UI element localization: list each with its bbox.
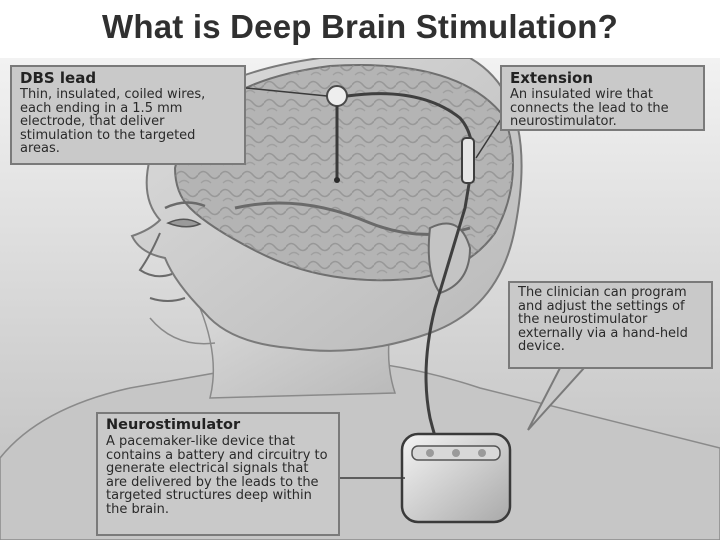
- eyebrow: [164, 201, 206, 210]
- extension-wire: [346, 92, 474, 471]
- eye: [166, 218, 202, 228]
- callout-dbs-lead-heading: DBS lead: [20, 69, 97, 87]
- callout-dbs-lead: DBS lead Thin, insulated, coiled wires, …: [10, 65, 246, 165]
- callout-clinician: The clinician can program and adjust the…: [508, 281, 713, 369]
- callout-extension-heading: Extension: [510, 69, 593, 87]
- callout-dbs-lead-text: Thin, insulated, coiled wires, each endi…: [20, 87, 206, 156]
- page-title: What is Deep Brain Stimulation?: [102, 8, 618, 45]
- dbs-illustration: DBS lead Thin, insulated, coiled wires, …: [0, 58, 720, 540]
- lead-burr-hole-cap: [326, 85, 348, 107]
- nose: [138, 232, 173, 278]
- leader-dbs: [245, 87, 328, 97]
- callout-neurostimulator: Neurostimulator A pacemaker-like device …: [96, 412, 340, 536]
- callout-clinician-text: The clinician can program and adjust the…: [518, 285, 688, 354]
- extension-connector: [461, 137, 475, 184]
- callout-extension: Extension An insulated wire that connect…: [500, 65, 705, 131]
- jawline: [149, 317, 216, 345]
- callout-extension-text: An insulated wire that connects the lead…: [510, 87, 669, 129]
- callout-neurostimulator-heading: Neurostimulator: [106, 417, 241, 433]
- callout-neurostimulator-text: A pacemaker-like device that contains a …: [106, 434, 328, 517]
- mouth: [149, 297, 186, 302]
